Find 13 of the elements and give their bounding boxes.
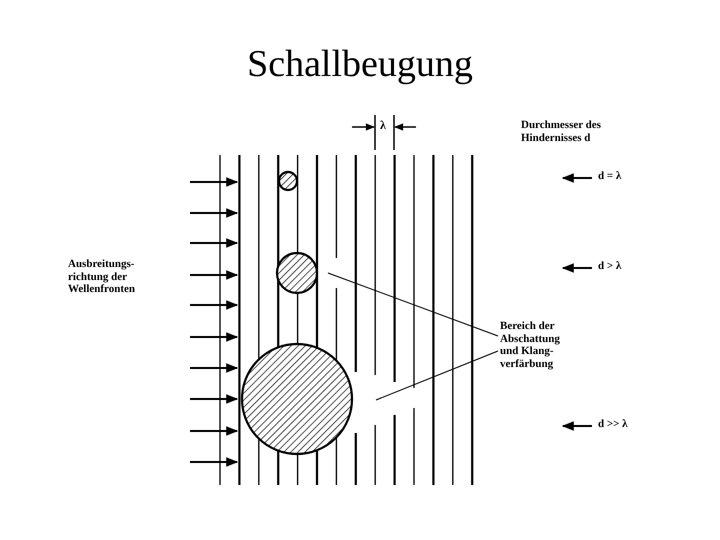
leader-line xyxy=(376,350,498,400)
leader-line xyxy=(328,272,498,336)
arrow xyxy=(562,173,592,183)
title: Schallbeugung xyxy=(246,42,474,87)
column-heading: Durchmesser des Hindernisses d xyxy=(521,119,602,145)
arrow xyxy=(562,421,592,431)
annotation-text: Ausbreitungs- richtung der Wellenfronten xyxy=(68,258,150,296)
condition-label: d > λ xyxy=(598,260,658,272)
dimension-label: λ xyxy=(380,118,386,132)
condition-label: d >> λ xyxy=(598,418,658,430)
annotation-text: Bereich der Abschattung und Klang- verfärbung xyxy=(500,320,576,370)
arrow xyxy=(562,263,592,273)
condition-label: d = λ xyxy=(598,170,658,182)
